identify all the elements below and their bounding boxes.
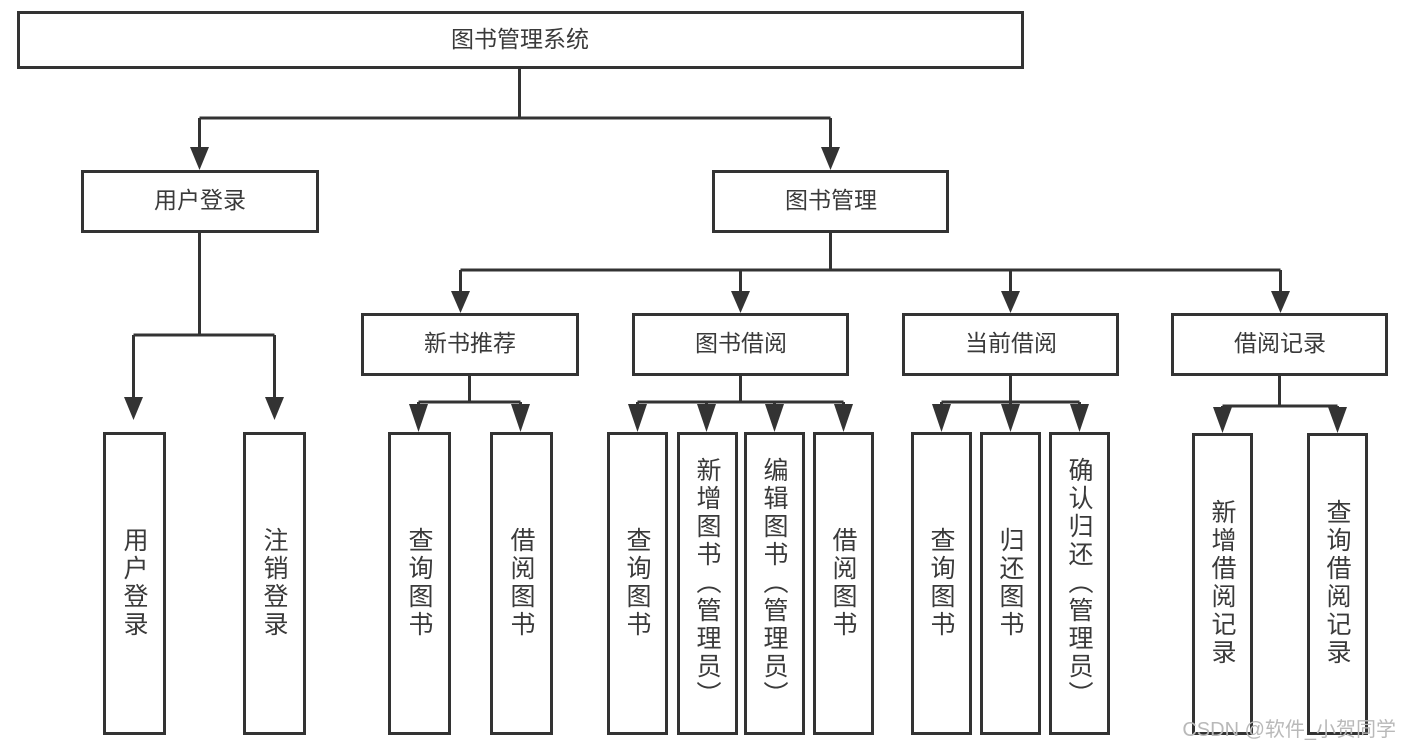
node-current-borrow-label: 当前借阅 <box>965 330 1057 356</box>
arrow-head-icon <box>765 404 784 432</box>
node-book-borrow[interactable]: 图书借阅 <box>632 313 849 376</box>
node-book-manage[interactable]: 图书管理 <box>712 170 949 233</box>
node-root-label: 图书管理系统 <box>451 26 589 52</box>
node-user-login-box[interactable] <box>81 170 319 233</box>
leaf-user-login-label: 用户登录 <box>120 527 149 639</box>
arrow-head-icon <box>451 291 470 313</box>
node-book-borrow-label: 图书借阅 <box>695 330 787 356</box>
arrow-head-icon <box>190 147 209 170</box>
arrow-head-icon <box>124 397 143 420</box>
arrow-head-icon <box>628 404 647 432</box>
arrow-head-icon <box>731 291 750 313</box>
leaf-logout-login-box[interactable] <box>243 432 306 735</box>
node-user-login-label: 用户登录 <box>154 187 246 213</box>
leaf-query-book-2-label: 查询图书 <box>623 527 652 639</box>
node-new-book-recommend-label: 新书推荐 <box>424 330 516 356</box>
csdn-watermark: CSDN @软件_小贺同学 <box>1182 718 1396 741</box>
leaf-confirm-return-admin[interactable]: 确认归还（管理员） <box>1049 432 1110 735</box>
leaf-user-login-box[interactable] <box>103 432 166 735</box>
leaf-borrow-book-2[interactable]: 借阅图书 <box>813 432 874 735</box>
node-current-borrow[interactable]: 当前借阅 <box>902 313 1119 376</box>
leaf-edit-book-admin[interactable]: 编辑图书（管理员） <box>744 432 805 735</box>
leaf-borrow-book-2-label: 借阅图书 <box>829 527 858 639</box>
arrow-head-icon <box>1001 291 1020 313</box>
leaf-add-borrow-record-label: 新增借阅记录 <box>1208 499 1237 667</box>
leaf-edit-book-admin-box[interactable] <box>744 432 805 735</box>
leaf-query-book-3-label: 查询图书 <box>927 527 956 639</box>
arrow-head-icon <box>1213 407 1232 433</box>
node-book-manage-label: 图书管理 <box>785 187 877 213</box>
leaf-query-book-2[interactable]: 查询图书 <box>607 432 668 735</box>
leaf-edit-book-admin-label: 编辑图书（管理员） <box>760 457 789 709</box>
leaf-logout-login[interactable]: 注销登录 <box>243 432 306 735</box>
leaf-return-book-box[interactable] <box>980 432 1041 735</box>
leaf-add-borrow-record[interactable]: 新增借阅记录 <box>1192 433 1253 735</box>
arrow-head-icon <box>511 404 530 432</box>
node-user-login[interactable]: 用户登录 <box>81 170 319 233</box>
leaf-query-book-3[interactable]: 查询图书 <box>911 432 972 735</box>
leaf-query-book-2-box[interactable] <box>607 432 668 735</box>
leaf-confirm-return-admin-label: 确认归还（管理员） <box>1065 457 1094 709</box>
node-borrow-record[interactable]: 借阅记录 <box>1171 313 1388 376</box>
leaf-query-book-3-box[interactable] <box>911 432 972 735</box>
node-new-book-recommend-box[interactable] <box>361 313 579 376</box>
arrow-head-icon <box>697 404 716 432</box>
arrow-head-icon <box>1070 404 1089 432</box>
leaf-borrow-book-1-label: 借阅图书 <box>507 527 536 639</box>
leaf-add-book-admin[interactable]: 新增图书（管理员） <box>677 432 738 735</box>
node-book-borrow-box[interactable] <box>632 313 849 376</box>
node-borrow-record-label: 借阅记录 <box>1234 330 1326 356</box>
leaf-borrow-book-2-box[interactable] <box>813 432 874 735</box>
leaf-query-borrow-record[interactable]: 查询借阅记录 <box>1307 433 1368 735</box>
leaf-user-login[interactable]: 用户登录 <box>103 432 166 735</box>
arrow-head-icon <box>834 404 853 432</box>
leaf-add-borrow-record-box[interactable] <box>1192 433 1253 735</box>
arrow-head-icon <box>932 404 951 432</box>
node-root-box[interactable] <box>17 11 1024 69</box>
leaf-query-book-1[interactable]: 查询图书 <box>388 432 451 735</box>
leaf-return-book[interactable]: 归还图书 <box>980 432 1041 735</box>
leaf-query-book-1-label: 查询图书 <box>405 527 434 639</box>
arrow-head-icon <box>1271 291 1290 313</box>
node-borrow-record-box[interactable] <box>1171 313 1388 376</box>
node-root[interactable]: 图书管理系统 <box>17 11 1024 69</box>
leaf-logout-login-label: 注销登录 <box>260 527 289 639</box>
leaf-return-book-label: 归还图书 <box>996 527 1025 639</box>
leaf-add-book-admin-label: 新增图书（管理员） <box>693 457 722 709</box>
leaf-borrow-book-1[interactable]: 借阅图书 <box>490 432 553 735</box>
node-current-borrow-box[interactable] <box>902 313 1119 376</box>
leaf-borrow-book-1-box[interactable] <box>490 432 553 735</box>
leaf-query-borrow-record-box[interactable] <box>1307 433 1368 735</box>
arrow-head-icon <box>1328 407 1347 433</box>
leaf-confirm-return-admin-box[interactable] <box>1049 432 1110 735</box>
leaf-query-book-1-box[interactable] <box>388 432 451 735</box>
leaf-query-borrow-record-label: 查询借阅记录 <box>1323 499 1352 667</box>
arrow-head-icon <box>409 404 428 432</box>
arrow-head-icon <box>821 147 840 170</box>
leaf-add-book-admin-box[interactable] <box>677 432 738 735</box>
arrow-head-icon <box>1001 404 1020 432</box>
node-new-book-recommend[interactable]: 新书推荐 <box>361 313 579 376</box>
arrow-head-icon <box>265 397 284 420</box>
node-book-manage-box[interactable] <box>712 170 949 233</box>
connector-layer <box>124 68 1347 433</box>
